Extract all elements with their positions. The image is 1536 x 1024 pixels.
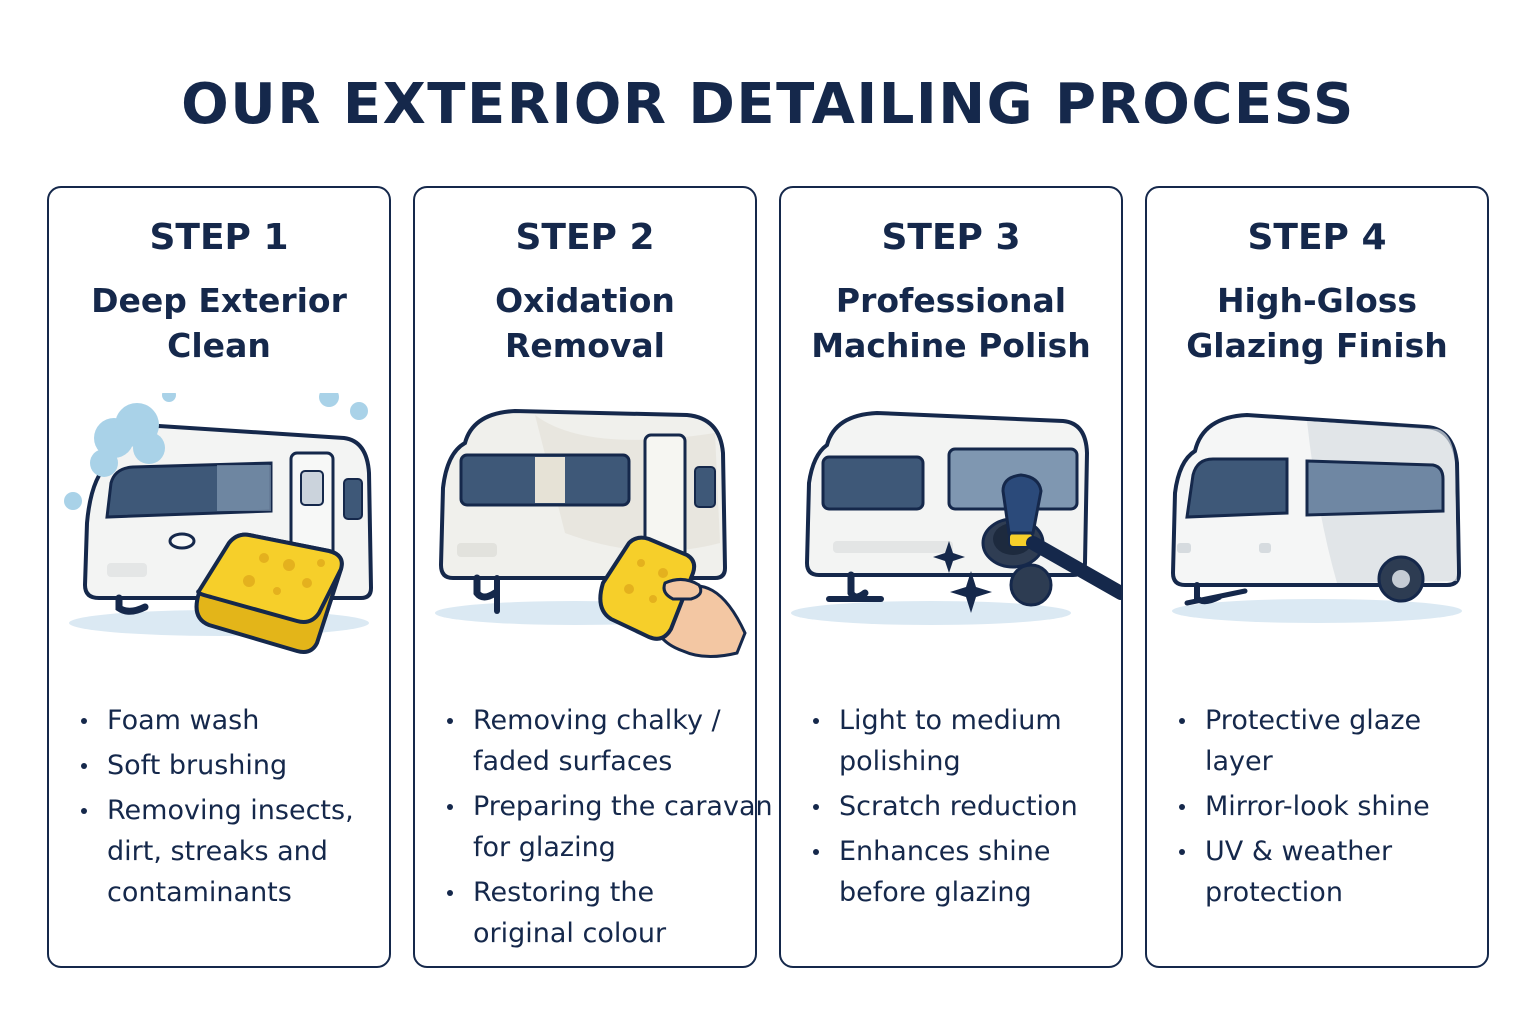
caravan-hand-sponge-icon [435, 408, 747, 658]
step-label: STEP 1 [149, 217, 289, 258]
list-item: Foam wash [77, 700, 389, 741]
step-label: STEP 4 [1247, 217, 1387, 258]
step-card-2: STEP 2 Oxidation Removal Removing chalky… [413, 186, 773, 968]
step-label: STEP 3 [881, 217, 1021, 258]
caravan-foam-sponge-icon [64, 393, 374, 654]
step-card-4: STEP 4 High-Gloss Glazing Finish Protect… [1145, 186, 1489, 968]
list-item: Mirror-look shine [1175, 786, 1487, 827]
step-card-3: STEP 3 Professional Machine Polish Light… [779, 186, 1123, 968]
bullet-list: Removing chalky /faded surfaces Preparin… [443, 700, 773, 958]
glossy-caravan-icon [1170, 412, 1462, 623]
step-label: STEP 2 [515, 217, 655, 258]
list-item: Scratch reduction [809, 786, 1121, 827]
step-card-1: STEP 1 Deep Exterior Clean [47, 186, 391, 968]
list-item: Removing chalky /faded surfaces [443, 700, 755, 782]
caravan-polisher-icon [791, 410, 1121, 625]
step-title: Professional Machine Polish [811, 281, 1091, 365]
step-title: Oxidation Removal [495, 281, 675, 365]
list-item: Soft brushing [77, 745, 389, 786]
step-title: High-Gloss Glazing Finish [1186, 281, 1448, 365]
page-title: OUR EXTERIOR DETAILING PROCESS [181, 72, 1355, 137]
bullet-list: Foam wash Soft brushing Removing insects… [77, 700, 389, 917]
step-title: Deep Exterior Clean [91, 281, 347, 365]
